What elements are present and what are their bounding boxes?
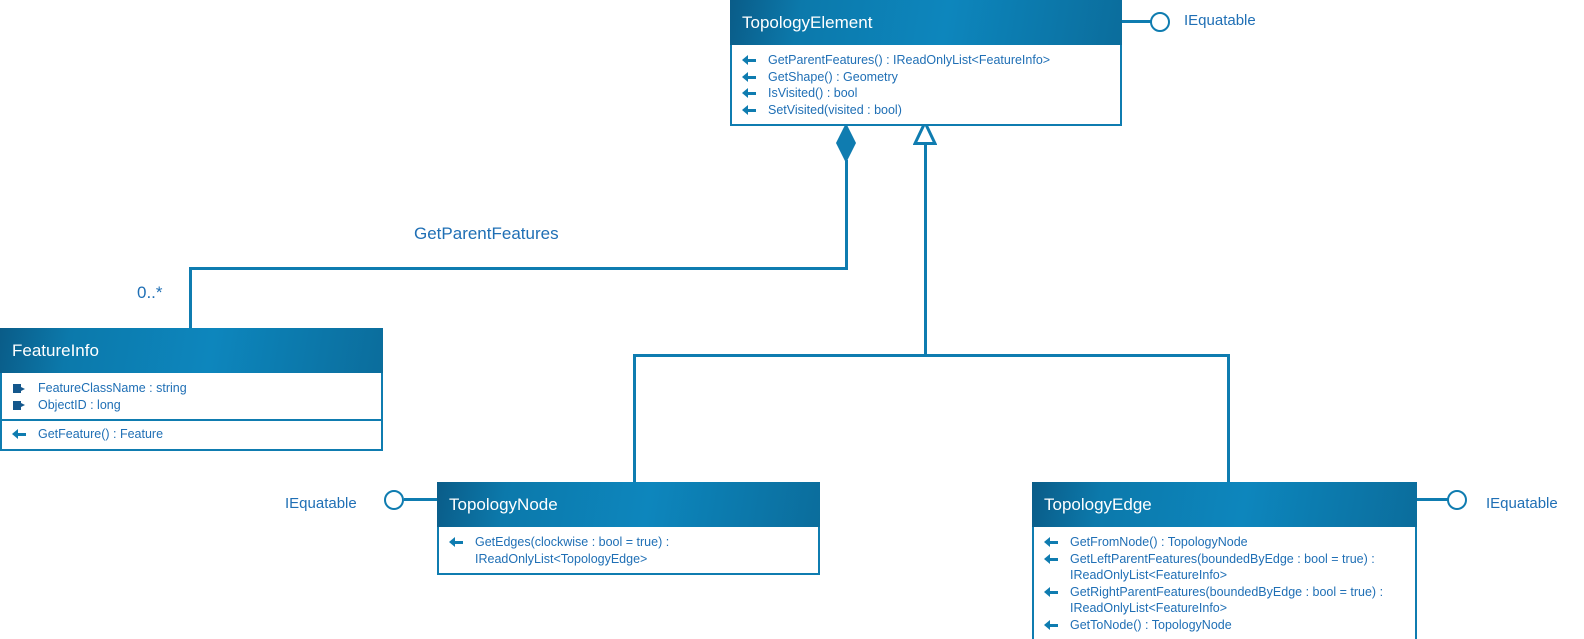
class-member[interactable]: GetEdges(clockwise : bool = true) : IRea… bbox=[439, 534, 818, 567]
method-icon bbox=[1044, 534, 1070, 551]
generalization-crossbar bbox=[633, 354, 1230, 357]
interface-label-topology-element: IEquatable bbox=[1184, 12, 1256, 29]
class-methods-feature-info: GetFeature() : Feature bbox=[2, 419, 381, 449]
class-member[interactable]: SetVisited(visited : bool) bbox=[732, 102, 1120, 119]
member-label: IsVisited() : bool bbox=[768, 86, 858, 100]
association-name-label: GetParentFeatures bbox=[414, 224, 559, 243]
method-icon bbox=[742, 69, 768, 86]
class-box-feature-info[interactable]: FeatureInfo FeatureClassName : string Ob… bbox=[0, 328, 383, 451]
method-icon bbox=[742, 85, 768, 102]
member-label: GetLeftParentFeatures(boundedByEdge : bo… bbox=[1070, 551, 1375, 583]
class-members-topology-node: GetEdges(clockwise : bool = true) : IRea… bbox=[439, 529, 818, 573]
member-label: ObjectID : long bbox=[38, 397, 121, 412]
class-members-topology-element: GetParentFeatures() : IReadOnlyList<Feat… bbox=[732, 47, 1120, 124]
method-icon bbox=[742, 52, 768, 69]
class-member[interactable]: GetRightParentFeatures(boundedByEdge : b… bbox=[1034, 584, 1415, 617]
member-label: SetVisited(visited : bool) bbox=[768, 102, 902, 117]
member-label: FeatureClassName : string bbox=[38, 381, 187, 395]
lollipop-line-topology-edge bbox=[1415, 498, 1449, 501]
composition-stem-vertical bbox=[845, 160, 848, 270]
method-icon bbox=[1044, 551, 1070, 568]
class-member[interactable]: GetToNode() : TopologyNode bbox=[1034, 617, 1415, 634]
member-label: GetFromNode() : TopologyNode bbox=[1070, 535, 1248, 549]
member-label: GetRightParentFeatures(boundedByEdge : b… bbox=[1070, 584, 1384, 616]
method-icon bbox=[742, 102, 768, 119]
class-fields-feature-info: FeatureClassName : string ObjectID : lon… bbox=[2, 375, 381, 419]
generalization-stem-vertical bbox=[924, 140, 927, 356]
interface-label-topology-edge: IEquatable bbox=[1486, 495, 1558, 512]
member-label: GetEdges(clockwise : bool = true) : IRea… bbox=[475, 535, 670, 566]
class-box-topology-edge[interactable]: TopologyEdge GetFromNode() : TopologyNod… bbox=[1032, 482, 1417, 639]
generalization-drop-to-edge bbox=[1227, 354, 1230, 484]
class-title-topology-element: TopologyElement bbox=[730, 0, 1122, 45]
association-multiplicity-label: 0..* bbox=[137, 283, 163, 302]
field-icon bbox=[12, 380, 38, 397]
class-member[interactable]: GetParentFeatures() : IReadOnlyList<Feat… bbox=[732, 52, 1120, 69]
composition-horizontal bbox=[189, 267, 848, 270]
method-icon bbox=[1044, 584, 1070, 601]
class-member[interactable]: GetShape() : Geometry bbox=[732, 69, 1120, 86]
class-title-topology-node: TopologyNode bbox=[437, 482, 820, 527]
class-title-topology-edge: TopologyEdge bbox=[1032, 482, 1417, 527]
class-member[interactable]: FeatureClassName : string bbox=[2, 380, 381, 397]
lollipop-line-topology-element bbox=[1120, 20, 1153, 23]
member-label: GetShape() : Geometry bbox=[768, 69, 898, 84]
lollipop-circle-topology-edge[interactable] bbox=[1447, 490, 1467, 510]
class-member[interactable]: IsVisited() : bool bbox=[732, 85, 1120, 102]
method-icon bbox=[12, 426, 38, 443]
class-box-topology-element[interactable]: TopologyElement GetParentFeatures() : IR… bbox=[730, 0, 1122, 126]
generalization-drop-to-node bbox=[633, 354, 636, 484]
method-icon bbox=[449, 534, 475, 551]
interface-label-topology-node: IEquatable bbox=[285, 495, 357, 512]
class-box-topology-node[interactable]: TopologyNode GetEdges(clockwise : bool =… bbox=[437, 482, 820, 575]
member-label: GetParentFeatures() : IReadOnlyList<Feat… bbox=[768, 53, 1051, 67]
class-member[interactable]: GetLeftParentFeatures(boundedByEdge : bo… bbox=[1034, 551, 1415, 584]
member-label: GetToNode() : TopologyNode bbox=[1070, 617, 1232, 632]
lollipop-line-topology-node bbox=[404, 498, 438, 501]
class-title-feature-info: FeatureInfo bbox=[0, 328, 383, 373]
field-icon bbox=[12, 397, 38, 414]
class-member[interactable]: GetFeature() : Feature bbox=[2, 426, 381, 443]
lollipop-circle-topology-element[interactable] bbox=[1150, 12, 1170, 32]
member-label: GetFeature() : Feature bbox=[38, 427, 164, 441]
composition-drop-to-featureinfo bbox=[189, 267, 192, 332]
method-icon bbox=[1044, 617, 1070, 634]
generalization-triangle bbox=[913, 121, 937, 145]
class-member[interactable]: ObjectID : long bbox=[2, 397, 381, 414]
lollipop-circle-topology-node[interactable] bbox=[384, 490, 404, 510]
class-members-topology-edge: GetFromNode() : TopologyNode GetLeftPare… bbox=[1034, 529, 1415, 639]
class-member[interactable]: GetFromNode() : TopologyNode bbox=[1034, 534, 1415, 551]
